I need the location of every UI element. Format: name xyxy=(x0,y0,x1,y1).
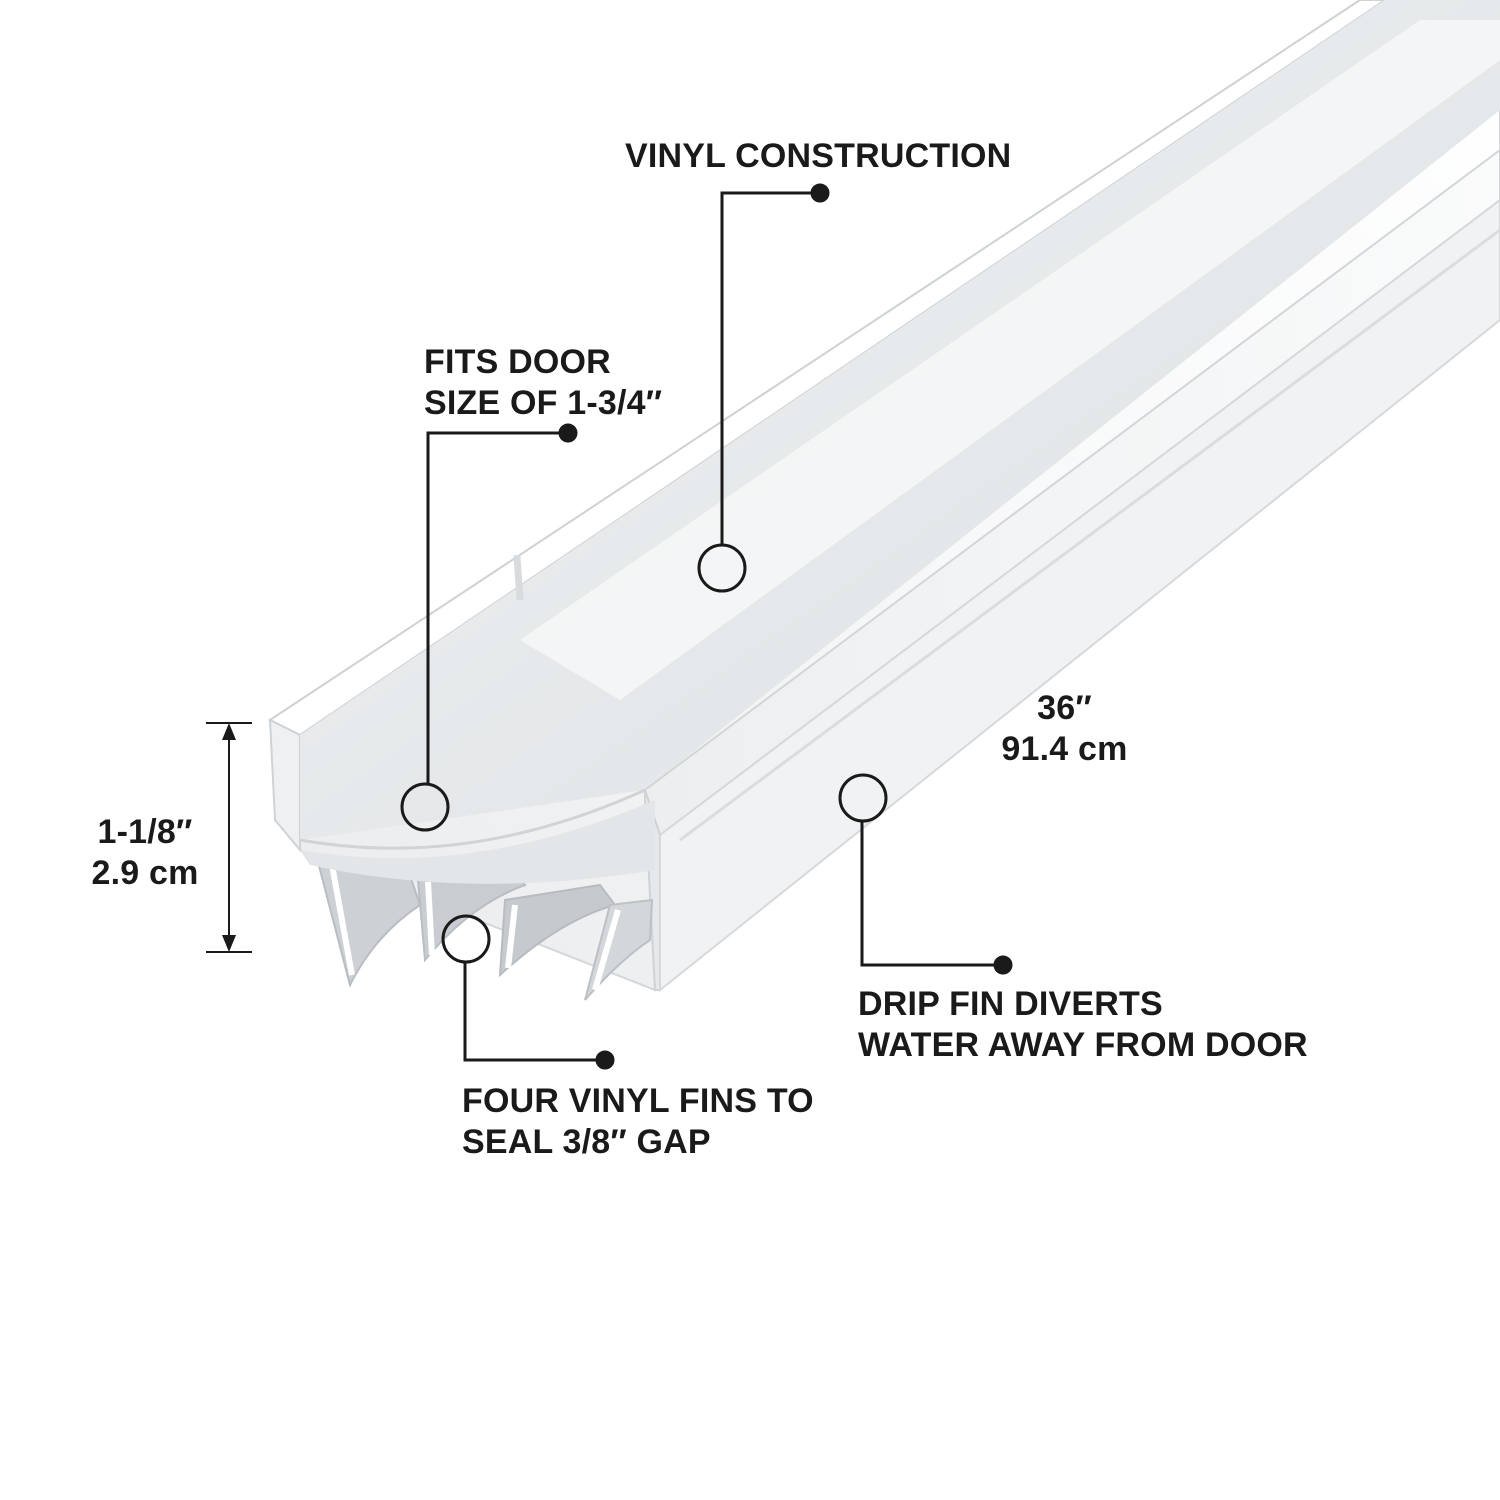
height-metric: 2.9 cm xyxy=(91,854,199,892)
height-imperial: 1-1/8″ xyxy=(97,813,193,851)
door-sweep-body xyxy=(268,0,1500,993)
leader-vinyl-construction xyxy=(697,183,830,593)
callout-line: SIZE OF 1-3/4″ xyxy=(424,384,663,422)
vinyl-fins xyxy=(300,800,655,1001)
leader-fits-door xyxy=(400,423,578,832)
callout-fits-door: FITS DOOR SIZE OF 1-3/4″ xyxy=(424,342,662,424)
leader-four-fins xyxy=(441,914,615,1070)
callout-line: FOUR VINYL FINS TO xyxy=(462,1082,814,1120)
length-dimension-label: 36″ 91.4 cm xyxy=(982,688,1147,770)
callout-line: DRIP FIN DIVERTS xyxy=(858,985,1163,1023)
callout-line: SEAL 3/8″ GAP xyxy=(462,1123,711,1161)
callout-line: WATER AWAY FROM DOOR xyxy=(858,1026,1308,1064)
callout-four-fins: FOUR VINYL FINS TO SEAL 3/8″ GAP xyxy=(462,1081,814,1163)
callout-line: VINYL CONSTRUCTION xyxy=(625,137,1012,175)
callout-vinyl-construction: VINYL CONSTRUCTION xyxy=(625,136,1011,177)
height-dimension-label: 1-1/8″ 2.9 cm xyxy=(70,812,220,894)
callout-line: FITS DOOR xyxy=(424,343,611,381)
length-imperial: 36″ xyxy=(1037,689,1092,727)
leader-drip-fin xyxy=(838,773,1013,975)
callout-drip-fin: DRIP FIN DIVERTS WATER AWAY FROM DOOR xyxy=(858,984,1308,1066)
length-metric: 91.4 cm xyxy=(1001,730,1128,768)
height-dimension-marker xyxy=(206,722,252,953)
